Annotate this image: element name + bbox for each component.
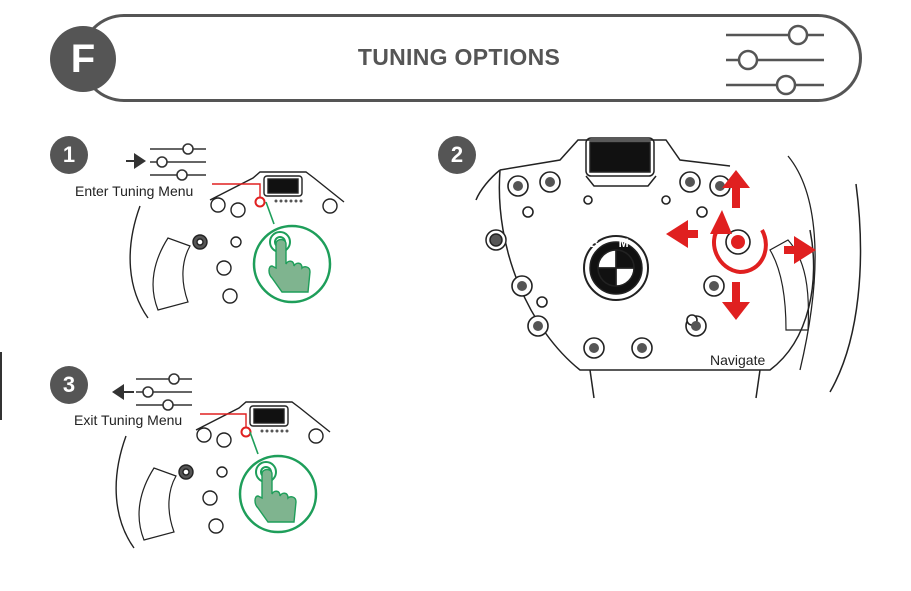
logo-letters: B M W [590, 236, 660, 250]
step-2-caption: Navigate [710, 352, 766, 368]
step-3-badge: 3 [50, 366, 88, 404]
sliders-icon [150, 143, 206, 181]
steering-wheel-large [475, 137, 862, 399]
steering-wheel-small-3 [115, 401, 331, 549]
step-1-caption: Enter Tuning Menu [75, 183, 194, 199]
press-finger-icon [238, 431, 318, 534]
joystick-arrows-icon [666, 170, 816, 320]
step-2-badge: 2 [438, 136, 476, 174]
tuning-sliders-icon [726, 24, 824, 96]
step-3-caption: Exit Tuning Menu [74, 412, 183, 428]
sliders-icon [136, 373, 192, 411]
step-1-badge: 1 [50, 136, 88, 174]
header-banner [80, 14, 862, 102]
arrow-left-icon [112, 384, 134, 400]
press-finger-icon [252, 201, 332, 304]
section-badge: F [50, 26, 116, 92]
steering-wheel-small-1 [129, 171, 345, 319]
arrow-right-icon [126, 153, 146, 169]
logo-letter: M [618, 236, 629, 250]
logo-letter: W [648, 236, 660, 250]
page-edge-mark [0, 352, 2, 420]
page-title: TUNING OPTIONS [357, 44, 561, 70]
logo-letter: B [590, 236, 599, 250]
